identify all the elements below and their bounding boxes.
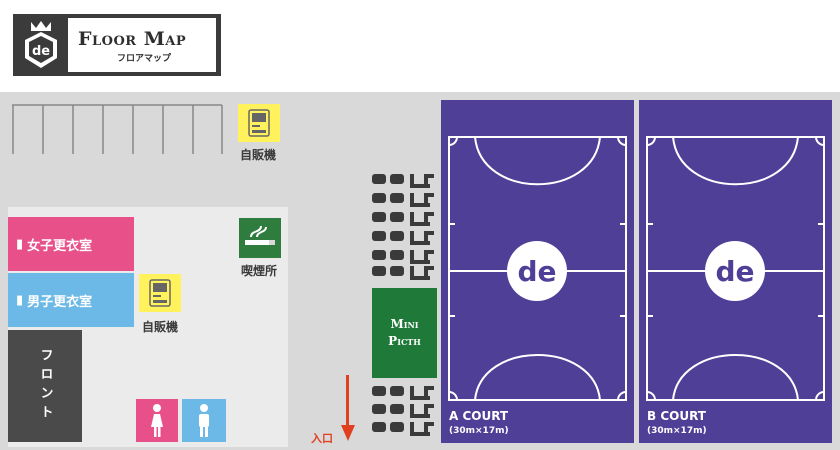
men-restroom [182, 399, 226, 442]
mini-pitch-label-line1: Mini [390, 317, 419, 331]
men-locker-label: 男子更衣室 [27, 294, 93, 310]
court-b-logo: de [715, 255, 754, 288]
front-desk: フロント [8, 330, 82, 442]
vending-machine-icon [149, 279, 171, 307]
vending-machine-mid [139, 274, 181, 312]
vending-machine-icon [248, 109, 270, 137]
header-title-box [68, 18, 216, 72]
page-subtitle: フロアマップ [116, 54, 171, 64]
mini-pitch: Mini Picth [372, 288, 437, 378]
parking-area [12, 104, 223, 154]
court-b-name: B COURT [647, 409, 706, 423]
entrance-arrow-icon [341, 375, 355, 441]
smoking-area [239, 218, 281, 258]
mini-pitch-label-line2: Picth [388, 334, 421, 348]
brand-logo-icon: de [25, 21, 57, 68]
court-b-lines: de [646, 136, 825, 401]
man-icon: ▮ [16, 292, 24, 308]
woman-restroom-icon [151, 404, 163, 437]
vending-machine-top [238, 104, 280, 142]
smoking-icon [245, 225, 275, 245]
entrance-label: 入口 [311, 432, 333, 445]
spectator-seats-top [372, 174, 434, 280]
women-locker-label: 女子更衣室 [27, 238, 93, 254]
men-locker-room: ▮ 男子更衣室 [8, 273, 134, 327]
court-a-size: (30m×17m) [449, 426, 509, 436]
court-a-logo: de [517, 255, 556, 288]
vending-top-label: 自販機 [240, 148, 277, 162]
woman-icon: ▮ [16, 236, 24, 252]
logo-text: de [32, 44, 50, 59]
women-restroom [136, 399, 178, 442]
front-desk-label: フロント [37, 348, 53, 424]
court-b: de B COURT (30m×17m) [639, 100, 832, 443]
page-title: Floor Map [78, 28, 187, 50]
court-a-lines: de [448, 136, 627, 401]
spectator-seats-bottom [372, 386, 434, 436]
vending-mid-label: 自販機 [142, 320, 179, 334]
man-restroom-icon [199, 404, 209, 437]
smoking-label: 喫煙所 [241, 264, 278, 278]
court-a-name: A COURT [449, 409, 509, 423]
court-a: de A COURT (30m×17m) [441, 100, 634, 443]
women-locker-room: ▮ 女子更衣室 [8, 217, 134, 271]
court-b-size: (30m×17m) [647, 426, 707, 436]
